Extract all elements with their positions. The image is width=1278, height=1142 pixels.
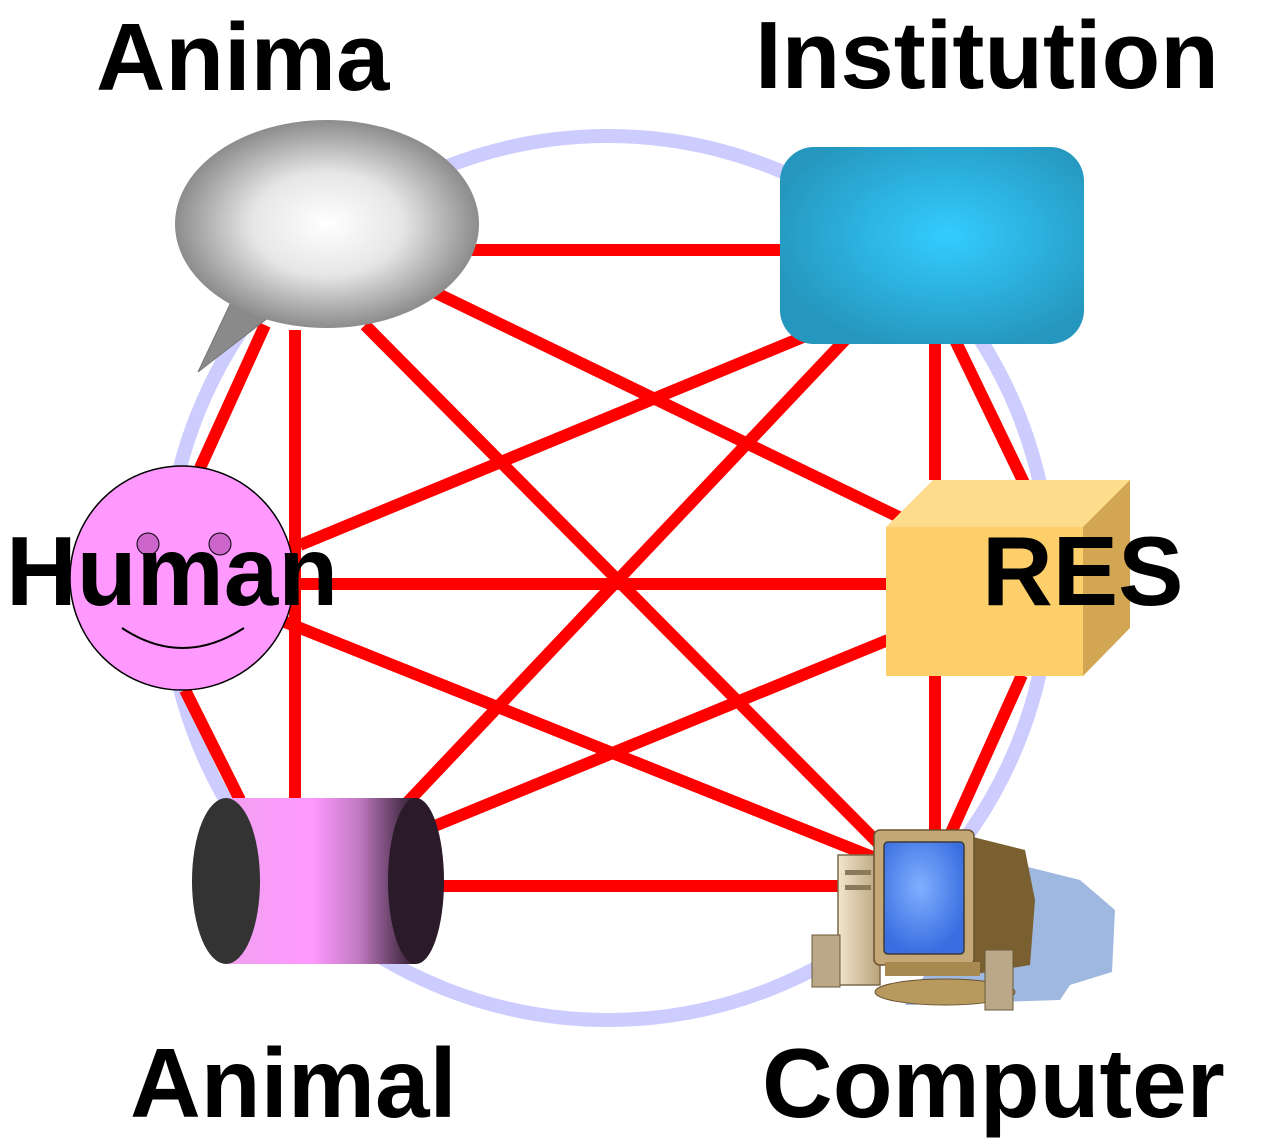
label-human: Human: [6, 516, 339, 626]
desktop-computer-icon: [811, 829, 1115, 1011]
link-res-animal: [422, 634, 891, 836]
smiley-face-icon: [69, 465, 295, 691]
label-computer: Computer: [762, 1028, 1225, 1138]
label-anima: Anima: [96, 4, 390, 111]
label-res: RES: [982, 516, 1184, 626]
smile: [121, 627, 245, 649]
link-res-computer-outer: [944, 672, 1028, 838]
cylinder-icon: [192, 798, 444, 964]
link-human-animal: [179, 687, 246, 803]
label-institution: Institution: [755, 2, 1219, 109]
cube-icon: [886, 480, 1130, 676]
speech-bubble-icon: [175, 120, 479, 373]
link-anima-human: [194, 322, 271, 471]
right-eye: [208, 532, 232, 556]
link-institution-human: [297, 324, 823, 551]
left-speaker: [811, 934, 841, 988]
right-speaker: [984, 949, 1014, 1011]
links: [179, 244, 1031, 892]
rounded-rectangle-icon: [780, 147, 1084, 344]
label-animal: Animal: [130, 1028, 457, 1138]
link-institution-animal: [400, 335, 850, 810]
left-eye: [136, 532, 160, 556]
link-anima-res: [427, 284, 908, 526]
link-human-computer: [282, 616, 883, 866]
link-institution-computer: [949, 337, 1031, 488]
